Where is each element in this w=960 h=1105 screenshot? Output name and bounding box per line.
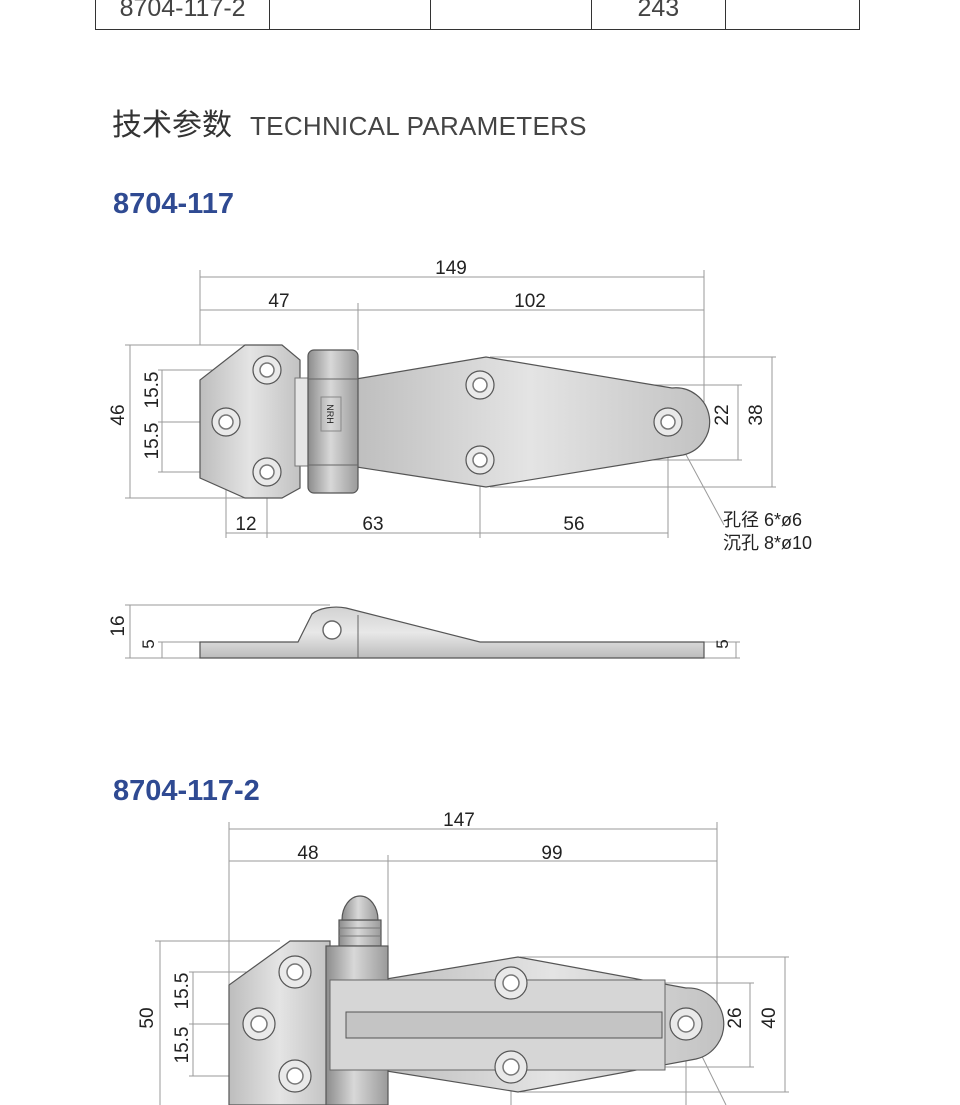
dim2-hole-lower: 15.5 — [172, 1027, 193, 1064]
drawing1-side-view: 16 5 5 — [108, 604, 740, 659]
dim-right-inner: 22 — [712, 404, 733, 425]
dim2-right-outer: 40 — [759, 1007, 780, 1028]
dim-bottom-c: 56 — [563, 514, 584, 535]
dim-hole-lower: 15.5 — [142, 423, 163, 460]
dim2-height: 50 — [137, 1007, 158, 1028]
dim-height: 46 — [108, 404, 129, 425]
dim-hole-upper: 15.5 — [142, 372, 163, 409]
dim-right-length: 102 — [514, 291, 546, 312]
svg-text:NRH: NRH — [325, 404, 335, 424]
dim2-hole-upper: 15.5 — [172, 973, 193, 1010]
table-cell — [724, 0, 861, 30]
table-cell-model: 8704-117-2 — [94, 0, 271, 30]
dim2-total-length: 147 — [443, 810, 475, 831]
dim-right-outer: 38 — [746, 404, 767, 425]
table-cell — [429, 0, 592, 30]
dim2-right-inner: 26 — [725, 1007, 746, 1028]
model-title-2: 8704-117-2 — [113, 775, 260, 807]
table-cell — [269, 0, 431, 30]
dim-total-length: 149 — [435, 258, 467, 279]
dim2-right-length: 99 — [541, 843, 562, 864]
section-title-en: TECHNICAL PARAMETERS — [250, 111, 587, 141]
dim-side-left: 5 — [139, 639, 158, 648]
table-row: 8704-117-2 243 — [94, 0, 861, 30]
spec-table: 8704-117-2 243 — [94, 0, 861, 30]
dim-side-right: 5 — [713, 639, 732, 648]
section-title-cn: 技术参数 — [112, 108, 232, 143]
table-cell-value: 243 — [590, 0, 726, 30]
hole-note-2: 沉孔 8*ø10 — [723, 533, 812, 553]
dim-left-length: 47 — [268, 291, 289, 312]
hole-note-1: 孔径 6*ø6 — [723, 510, 802, 530]
drawing2-top-view: 147 48 99 50 15.5 15.5 26 40 — [137, 810, 789, 1105]
dim2-left-length: 48 — [297, 843, 318, 864]
drawing1-top-view: NRH 149 47 102 46 15.5 15.5 12 63 56 22 … — [108, 258, 812, 553]
dim-bottom-b: 63 — [362, 514, 383, 535]
section-title: 技术参数 TECHNICAL PARAMETERS — [112, 100, 587, 144]
dim-bottom-a: 12 — [235, 514, 256, 535]
model-title-1: 8704-117 — [113, 188, 234, 220]
dim-side-height: 16 — [108, 615, 129, 636]
